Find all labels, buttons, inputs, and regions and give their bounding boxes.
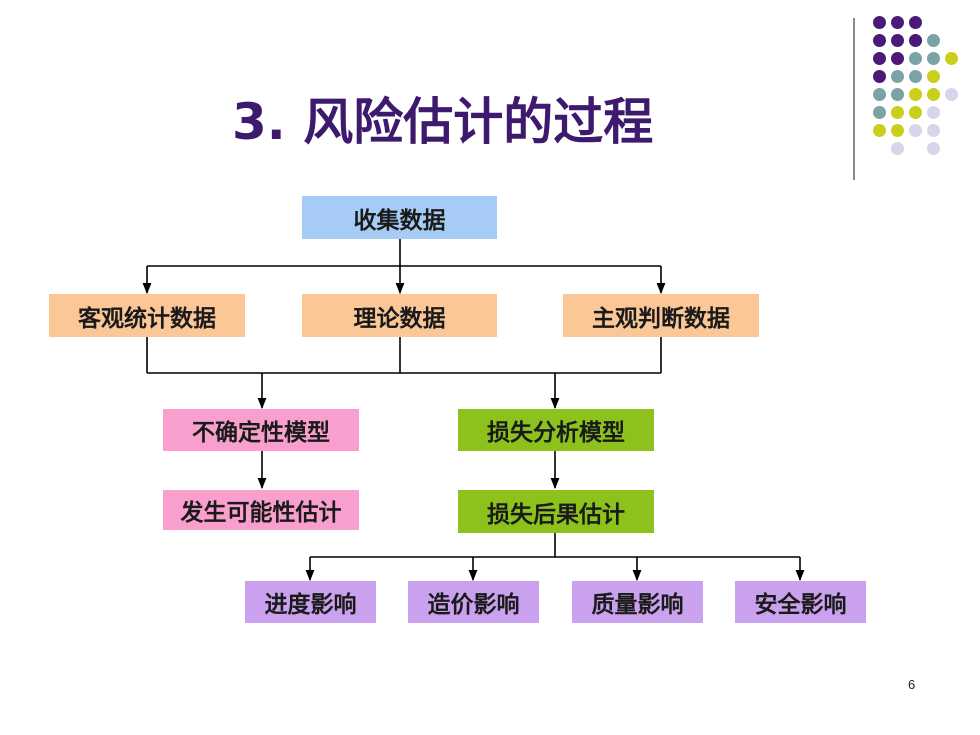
dot	[891, 16, 904, 29]
dot	[909, 70, 922, 83]
node-label: 发生可能性估计	[180, 499, 342, 526]
dot	[927, 88, 940, 101]
dot	[891, 142, 904, 155]
dot	[909, 124, 922, 137]
node-label: 收集数据	[353, 206, 446, 234]
dot	[873, 70, 886, 83]
node-label: 损失后果估计	[487, 500, 625, 528]
dot	[891, 106, 904, 119]
dot	[945, 88, 958, 101]
node-schedule-impact: 进度影响	[245, 581, 376, 623]
dot	[927, 142, 940, 155]
dot	[909, 16, 922, 29]
node-theory-data: 理论数据	[302, 294, 497, 337]
dot	[873, 88, 886, 101]
node-label: 理论数据	[353, 304, 446, 332]
divider-line	[853, 18, 855, 180]
dot	[927, 52, 940, 65]
node-loss-analysis-model: 损失分析模型	[458, 409, 654, 451]
node-consequence-estimate: 损失后果估计	[458, 490, 654, 533]
dot	[909, 88, 922, 101]
dot	[873, 52, 886, 65]
node-label: 客观统计数据	[78, 304, 216, 332]
node-label: 不确定性模型	[192, 419, 330, 446]
node-label: 质量影响	[591, 591, 684, 618]
dot	[873, 34, 886, 47]
node-label: 主观判断数据	[592, 304, 730, 332]
dot	[927, 106, 940, 119]
slide-title: 3. 风险估计的过程	[232, 93, 654, 151]
dot	[891, 124, 904, 137]
node-uncertainty-model: 不确定性模型	[163, 409, 359, 451]
dot	[927, 124, 940, 137]
dot	[909, 106, 922, 119]
dot	[891, 34, 904, 47]
dot	[891, 70, 904, 83]
node-label: 损失分析模型	[487, 419, 625, 446]
node-probability-estimate: 发生可能性估计	[163, 490, 359, 530]
dot	[909, 34, 922, 47]
dot	[873, 16, 886, 29]
node-safety-impact: 安全影响	[735, 581, 866, 623]
page-number: 6	[908, 677, 916, 692]
node-quality-impact: 质量影响	[572, 581, 703, 623]
node-collect-data: 收集数据	[302, 196, 497, 239]
dot	[927, 70, 940, 83]
node-label: 安全影响	[754, 591, 847, 618]
dot	[891, 52, 904, 65]
dot	[909, 52, 922, 65]
dot	[927, 34, 940, 47]
dot	[873, 124, 886, 137]
node-label: 造价影响	[427, 591, 520, 618]
dot	[873, 106, 886, 119]
node-objective-data: 客观统计数据	[49, 294, 245, 337]
node-subjective-data: 主观判断数据	[563, 294, 759, 337]
node-cost-impact: 造价影响	[408, 581, 539, 623]
dot	[945, 52, 958, 65]
dot	[891, 88, 904, 101]
node-label: 进度影响	[264, 591, 357, 618]
